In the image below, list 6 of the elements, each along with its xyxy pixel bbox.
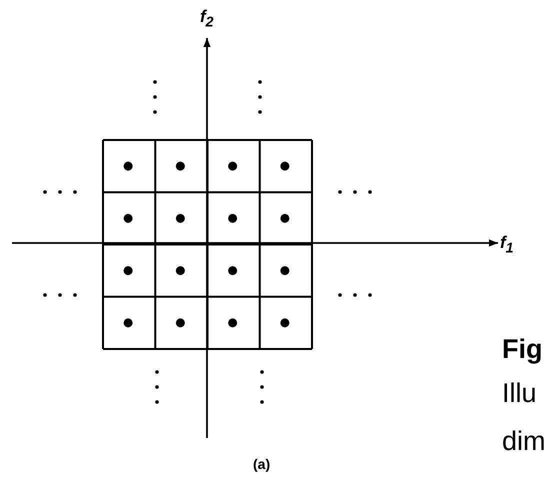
axis-label: f$_{1}$ [500,234,514,256]
axis-label: f$_{2}$ [200,8,214,30]
figure-caption-text: Fig [502,336,542,363]
figure-caption-text: dim [502,428,546,455]
figure-caption-text: Illu [502,380,537,407]
panel-label: (a) [253,457,270,471]
